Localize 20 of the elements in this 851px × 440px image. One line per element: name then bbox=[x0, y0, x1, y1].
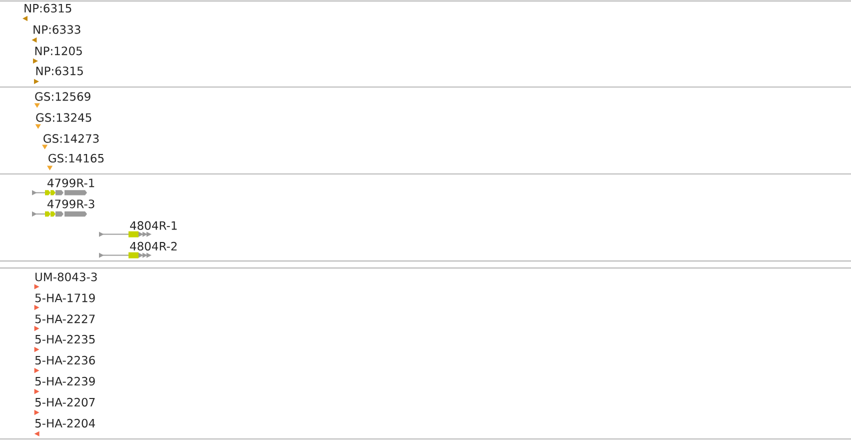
feature-label: 4799R-3 bbox=[47, 200, 94, 208]
feature-label: 5-HA-1719 bbox=[35, 294, 95, 302]
feature-label: GS:14273 bbox=[44, 134, 99, 143]
feature-label: UM-8043-3 bbox=[36, 272, 97, 282]
feature-label: GS:14165 bbox=[48, 154, 104, 163]
feature-label: 5-HA-2236 bbox=[35, 356, 95, 365]
feature-label: 5-HA-2207 bbox=[35, 398, 95, 407]
feature-label: 4804R-2 bbox=[130, 242, 177, 251]
feature-label: NP:1205 bbox=[35, 46, 82, 56]
feature-label: 5-HA-2235 bbox=[35, 334, 95, 344]
feature-label: 4799R-1 bbox=[47, 178, 94, 188]
feature-label: 5-HA-2239 bbox=[35, 376, 95, 386]
feature-label: GS:12569 bbox=[35, 92, 90, 101]
feature-label: 5-HA-2204 bbox=[35, 418, 95, 428]
feature-label: GS:13245 bbox=[36, 113, 92, 122]
feature-label: NP:6315 bbox=[24, 4, 72, 13]
feature-label: NP:6333 bbox=[34, 25, 80, 34]
feature-label: NP:6315 bbox=[36, 66, 83, 76]
feature-label: 4804R-1 bbox=[130, 221, 177, 230]
feature-label: 5-HA-2227 bbox=[35, 314, 95, 324]
